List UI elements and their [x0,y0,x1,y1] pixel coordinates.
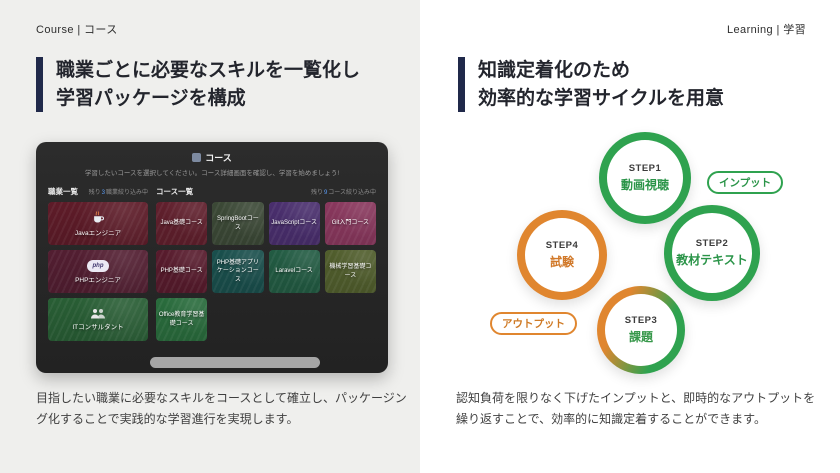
job-card-php: php PHPエンジニア [48,250,148,293]
step-label: 教材テキスト [676,253,748,267]
job-label: PHPエンジニア [75,276,121,284]
step-label: 課題 [628,330,653,344]
course-card: PHP基礎コース [156,250,208,293]
learning-heading-line2: 効率的な学習サイクルを用意 [478,87,725,109]
app-subtitle: 学習したいコースを選択してください。コース詳細画面を確認し、学習を始めましょう! [84,170,340,177]
jobs-section-label: 職業一覧 [48,187,78,196]
app-title: コース [205,153,232,163]
step-label: 動画視聴 [620,178,669,192]
step-number: STEP1 [628,163,662,174]
step-number: STEP3 [624,315,658,326]
people-icon [90,308,106,319]
learning-section-tag: Learning | 学習 [727,24,806,36]
step-label: 試験 [549,255,574,269]
cycle-step-2: STEP2 教材テキスト [664,205,760,301]
course-heading: 職業ごとに必要なスキルを一覧化し 学習パッケージを構成 [36,57,361,113]
courses-section-label: コース一覧 [156,187,194,196]
input-badge: インプット [707,171,784,194]
course-card: SpringBootコース [212,202,264,245]
course-card: Git入門コース [324,202,376,245]
course-caption: 目指したい職業に必要なスキルをコースとして確立し、パッケージン グ化することで実… [36,391,407,426]
job-card-java: Javaエンジニア [48,202,148,245]
jobs-list: Javaエンジニア php PHPエンジニア [48,202,148,341]
course-app-screenshot: コース 学習したいコースを選択してください。コース詳細画面を確認し、学習を始めま… [36,142,388,373]
course-card: PHP基礎アプリケーションコース [212,250,264,293]
course-panel: Course | コース 職業ごとに必要なスキルを一覧化し 学習パッケージを構成… [0,0,420,473]
php-icon: php [87,259,109,272]
courses-section-header: コース一覧 残り9コース絞り込み中 [156,186,376,197]
job-card-it-consultant: ITコンサルタント [48,298,148,341]
course-card: Office教育学習基礎コース [156,298,208,341]
output-badge: アウトプット [490,312,577,335]
course-heading-line1: 職業ごとに必要なスキルを一覧化し [56,60,361,81]
course-card: 機械学習基礎コース [324,250,376,293]
course-card: Laravelコース [268,250,320,293]
app-body: Javaエンジニア php PHPエンジニア [48,202,376,341]
app-title-bar: コース [48,151,376,164]
jobs-filter-count: 3 [101,190,105,196]
cycle-step-4: STEP4 試験 [517,210,607,300]
app-section-headers: 職業一覧 残り3職業絞り込み中 コース一覧 残り9コース絞り込み中 [48,186,376,197]
learning-caption: 認知負荷を限りなく下げたインプットと、即時的なアウトプットを 繰り返すことで、効… [456,391,816,426]
courses-filter-meta: 残り9コース絞り込み中 [310,190,376,196]
course-card: JavaScriptコース [268,202,320,245]
step-number: STEP2 [695,238,729,249]
learning-heading-line1: 知識定着化のため [478,60,631,81]
learning-panel: Learning | 学習 知識定着化のため 効率的な学習サイクルを用意 STE… [420,0,840,473]
job-label: ITコンサルタント [72,324,124,331]
job-label: Javaエンジニア [74,230,122,237]
courses-filter-count: 9 [323,190,328,196]
java-cup-icon [91,210,106,225]
learning-heading: 知識定着化のため 効率的な学習サイクルを用意 [458,57,725,113]
course-section-tag: Course | コース [36,24,118,36]
cycle-step-3: STEP3 課題 [597,286,685,374]
course-card: Java基礎コース [156,202,208,245]
jobs-filter-meta: 残り3職業絞り込み中 [88,190,148,196]
course-heading-line2: 学習パッケージを構成 [56,87,246,109]
courses-grid: Java基礎コース SpringBootコース JavaScriptコース Gi… [156,202,376,341]
mock-footer-bar [150,357,320,368]
jobs-section-header: 職業一覧 残り3職業絞り込み中 [48,186,148,197]
step-number: STEP4 [545,240,579,251]
course-app-icon [192,153,202,162]
cycle-step-1: STEP1 動画視聴 [599,132,691,224]
